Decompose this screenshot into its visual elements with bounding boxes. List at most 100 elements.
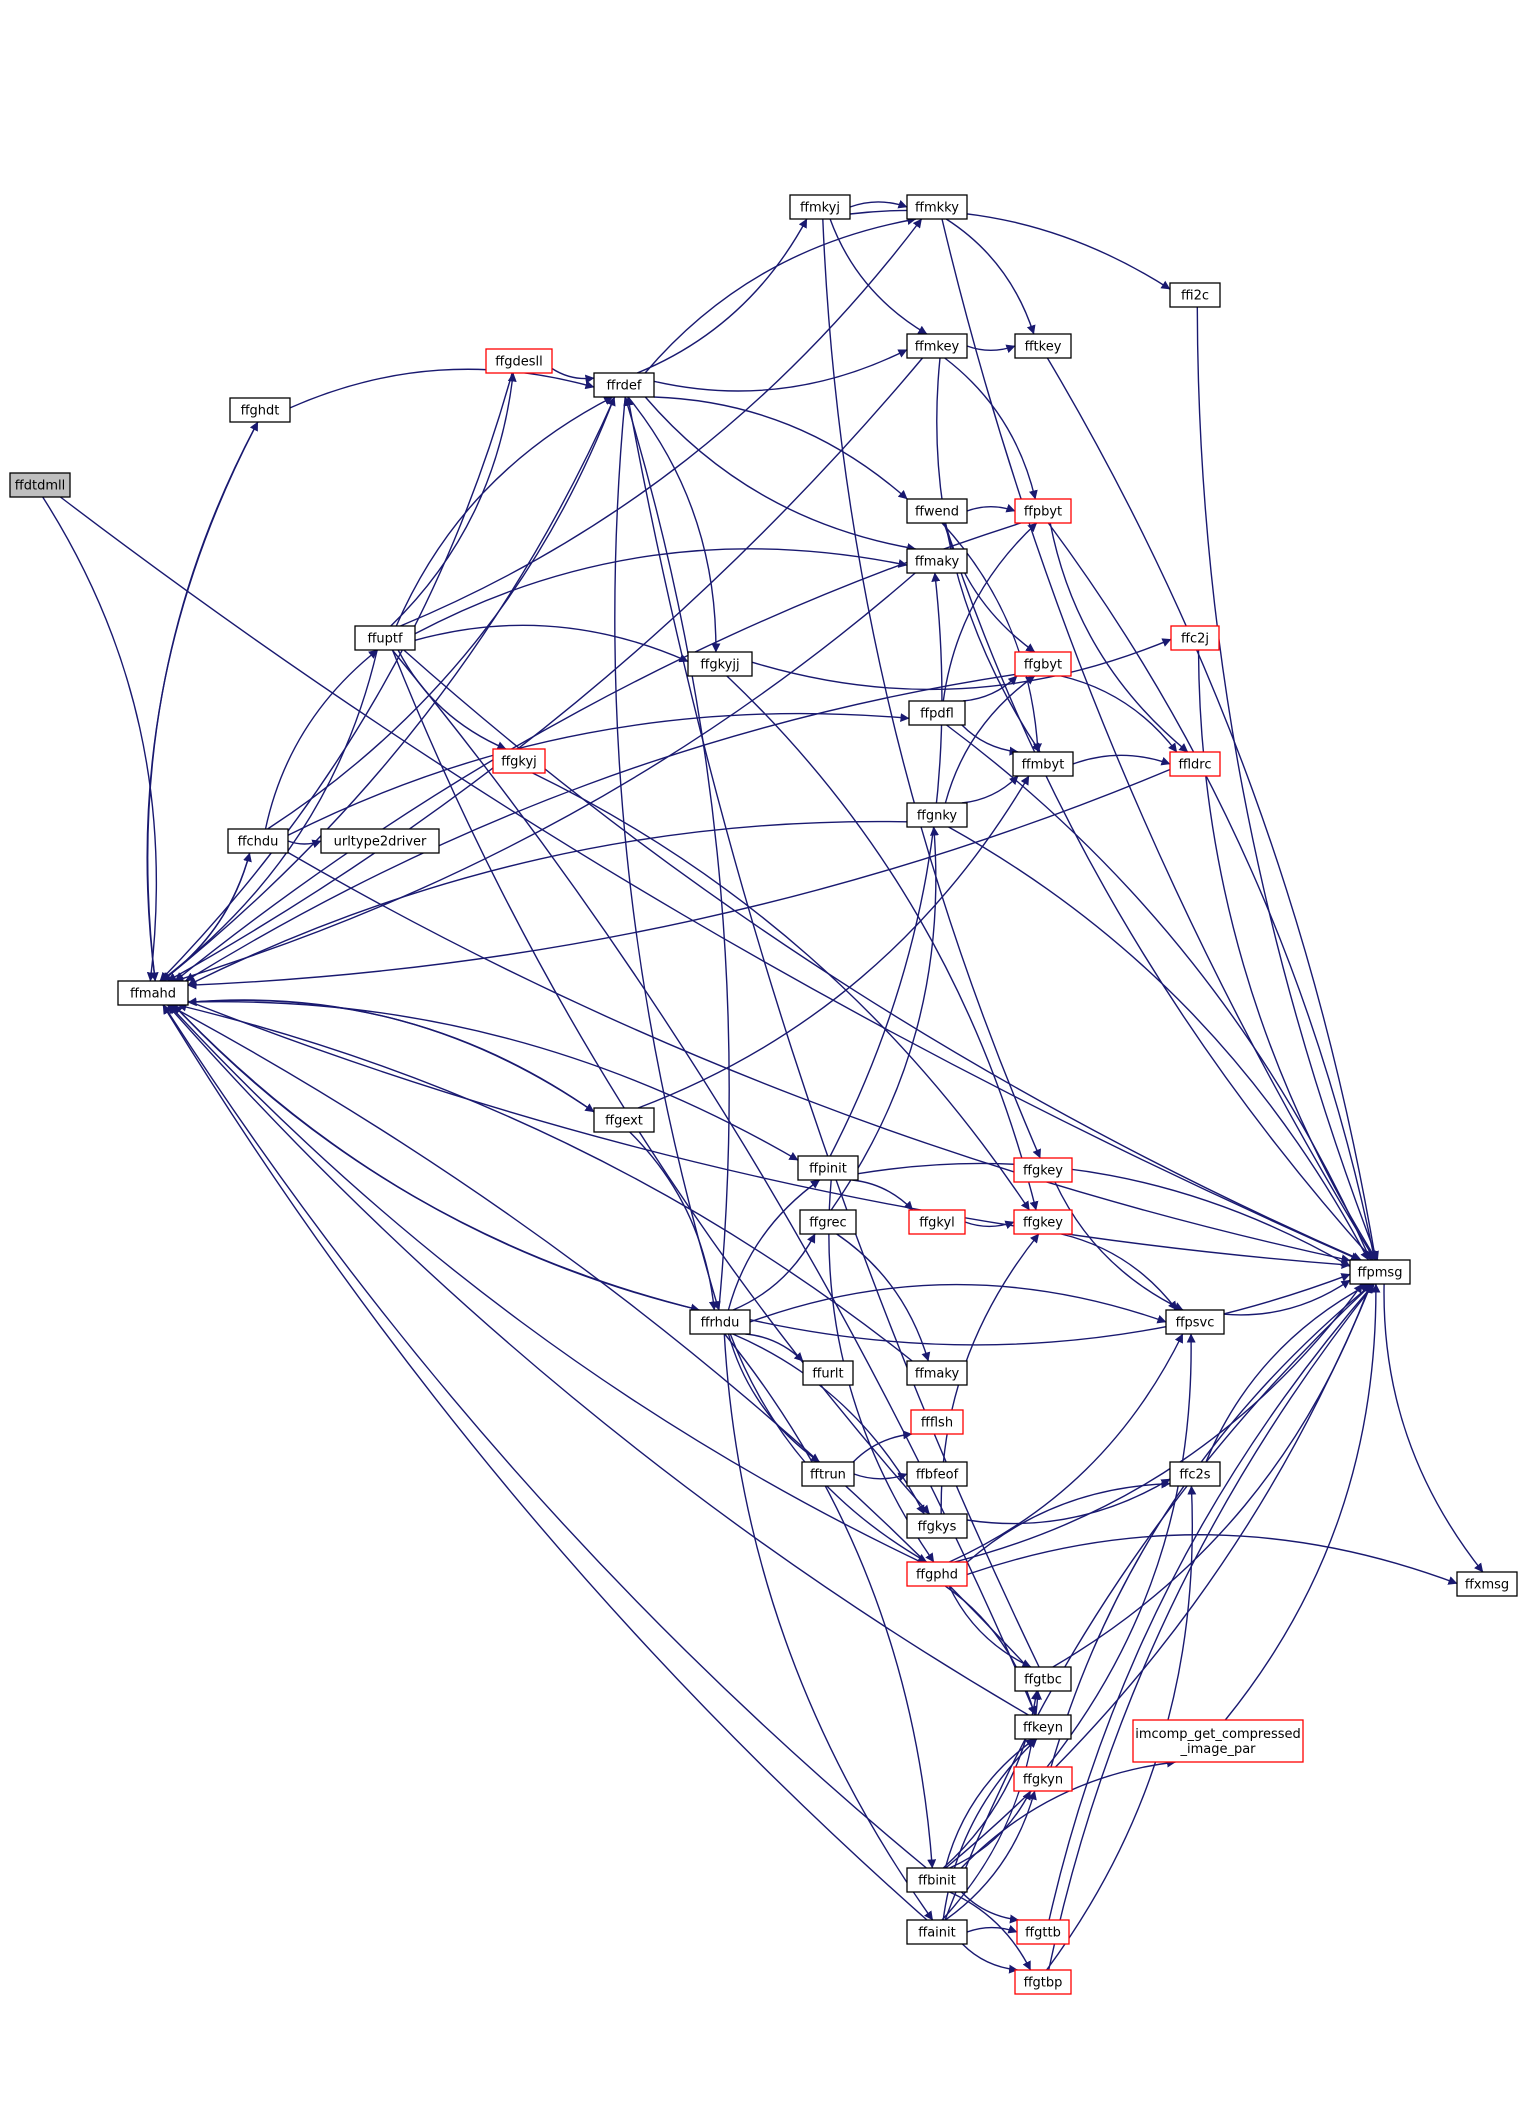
- node-box[interactable]: [906, 1919, 968, 1945]
- node-ffpbyt[interactable]: ffpbyt: [1014, 498, 1072, 524]
- node-box[interactable]: [908, 700, 966, 726]
- node-box[interactable]: [1013, 1209, 1073, 1235]
- node-ffmbyt[interactable]: ffmbyt: [1012, 751, 1074, 777]
- node-box[interactable]: [802, 1360, 854, 1386]
- node-box[interactable]: [1014, 498, 1072, 524]
- node-box[interactable]: [1013, 1766, 1073, 1792]
- node-box[interactable]: [906, 333, 968, 359]
- node-box[interactable]: [320, 828, 440, 854]
- node-ffgkyn[interactable]: ffgkyn: [1013, 1766, 1073, 1792]
- node-ffgkey_b[interactable]: ffgkey: [1013, 1209, 1073, 1235]
- node-box[interactable]: [789, 194, 851, 220]
- node-box[interactable]: [689, 1309, 751, 1335]
- node-ffuptf[interactable]: ffuptf: [354, 625, 416, 651]
- node-ffc2s[interactable]: ffc2s: [1169, 1461, 1221, 1487]
- node-box[interactable]: [1132, 1719, 1304, 1763]
- node-box[interactable]: [906, 194, 968, 220]
- node-box[interactable]: [797, 1155, 859, 1181]
- node-ffgrec[interactable]: ffgrec: [799, 1209, 857, 1235]
- node-ffgttb[interactable]: ffgttb: [1016, 1919, 1070, 1945]
- node-ffi2c[interactable]: ffi2c: [1169, 282, 1221, 308]
- node-box[interactable]: [906, 1513, 968, 1539]
- node-box[interactable]: [1014, 1666, 1072, 1692]
- node-ffrdef[interactable]: ffrdef: [593, 372, 655, 398]
- node-box[interactable]: [9, 472, 71, 498]
- node-box[interactable]: [1014, 1714, 1072, 1740]
- node-box[interactable]: [1456, 1571, 1518, 1597]
- node-ffwend[interactable]: ffwend: [906, 498, 968, 524]
- node-ffgnky[interactable]: ffgnky: [906, 802, 968, 828]
- node-ffpmsg[interactable]: ffpmsg: [1349, 1259, 1411, 1285]
- node-box[interactable]: [906, 1561, 968, 1587]
- node-box[interactable]: [593, 372, 655, 398]
- node-ffbfeof[interactable]: ffbfeof: [906, 1461, 968, 1487]
- node-fftrun[interactable]: fftrun: [801, 1461, 855, 1487]
- node-ffurlt[interactable]: ffurlt: [802, 1360, 854, 1386]
- node-ffpinit[interactable]: ffpinit: [797, 1155, 859, 1181]
- node-ffgkyjj[interactable]: ffgkyjj: [687, 651, 753, 677]
- node-box[interactable]: [1013, 1157, 1073, 1183]
- node-ffgext[interactable]: ffgext: [593, 1107, 655, 1133]
- node-ffbinit[interactable]: ffbinit: [906, 1867, 968, 1893]
- node-box[interactable]: [1169, 751, 1221, 777]
- node-ffpdfl[interactable]: ffpdfl: [908, 700, 966, 726]
- node-box[interactable]: [1014, 333, 1072, 359]
- node-ffgbyt[interactable]: ffgbyt: [1014, 651, 1072, 677]
- node-box[interactable]: [1014, 651, 1072, 677]
- node-ffflsh[interactable]: ffflsh: [910, 1409, 964, 1435]
- node-box[interactable]: [687, 651, 753, 677]
- node-ffmaky_top[interactable]: ffmaky: [906, 548, 968, 574]
- node-ffxmsg[interactable]: ffxmsg: [1456, 1571, 1518, 1597]
- node-ffrhdu[interactable]: ffrhdu: [689, 1309, 751, 1335]
- node-ffmkky[interactable]: ffmkky: [906, 194, 968, 220]
- node-imcomp[interactable]: imcomp_get_compressed_image_par: [1132, 1719, 1304, 1763]
- node-box[interactable]: [117, 980, 189, 1006]
- node-box[interactable]: [906, 1360, 968, 1386]
- node-box[interactable]: [1012, 751, 1074, 777]
- node-ffgtbp[interactable]: ffgtbp: [1014, 1969, 1072, 1995]
- node-box[interactable]: [1349, 1259, 1411, 1285]
- node-ffkeyn[interactable]: ffkeyn: [1014, 1714, 1072, 1740]
- node-ffgkyl[interactable]: ffgkyl: [908, 1209, 966, 1235]
- node-box[interactable]: [799, 1209, 857, 1235]
- node-ffchdu[interactable]: ffchdu: [227, 828, 289, 854]
- node-ffgkys[interactable]: ffgkys: [906, 1513, 968, 1539]
- node-ffgkyj[interactable]: ffgkyj: [492, 748, 546, 774]
- node-ffgdesll[interactable]: ffgdesll: [485, 348, 553, 374]
- node-box[interactable]: [906, 802, 968, 828]
- node-urltype2driver[interactable]: urltype2driver: [320, 828, 440, 854]
- node-ffgkey_a[interactable]: ffgkey: [1013, 1157, 1073, 1183]
- node-box[interactable]: [1014, 1969, 1072, 1995]
- node-fftkey[interactable]: fftkey: [1014, 333, 1072, 359]
- node-box[interactable]: [1169, 1461, 1221, 1487]
- node-box[interactable]: [906, 548, 968, 574]
- node-box[interactable]: [1016, 1919, 1070, 1945]
- node-ffmkey[interactable]: ffmkey: [906, 333, 968, 359]
- node-ffdtdmll[interactable]: ffdtdmll: [9, 472, 71, 498]
- node-ffc2j[interactable]: ffc2j: [1170, 625, 1220, 651]
- node-ffmahd[interactable]: ffmahd: [117, 980, 189, 1006]
- node-ffpsvc[interactable]: ffpsvc: [1165, 1309, 1225, 1335]
- node-box[interactable]: [801, 1461, 855, 1487]
- node-box[interactable]: [910, 1409, 964, 1435]
- node-ffmkyj[interactable]: ffmkyj: [789, 194, 851, 220]
- node-ffmaky_bot[interactable]: ffmaky: [906, 1360, 968, 1386]
- node-box[interactable]: [908, 1209, 966, 1235]
- node-box[interactable]: [1165, 1309, 1225, 1335]
- node-ffldrc[interactable]: ffldrc: [1169, 751, 1221, 777]
- node-box[interactable]: [229, 397, 291, 423]
- node-box[interactable]: [906, 1867, 968, 1893]
- node-box[interactable]: [906, 1461, 968, 1487]
- node-box[interactable]: [906, 498, 968, 524]
- node-box[interactable]: [1170, 625, 1220, 651]
- node-box[interactable]: [485, 348, 553, 374]
- node-box[interactable]: [593, 1107, 655, 1133]
- node-ffainit[interactable]: ffainit: [906, 1919, 968, 1945]
- node-box[interactable]: [354, 625, 416, 651]
- node-box[interactable]: [227, 828, 289, 854]
- node-ffgtbc[interactable]: ffgtbc: [1014, 1666, 1072, 1692]
- node-box[interactable]: [492, 748, 546, 774]
- node-ffghdt[interactable]: ffghdt: [229, 397, 291, 423]
- node-box[interactable]: [1169, 282, 1221, 308]
- node-ffgphd[interactable]: ffgphd: [906, 1561, 968, 1587]
